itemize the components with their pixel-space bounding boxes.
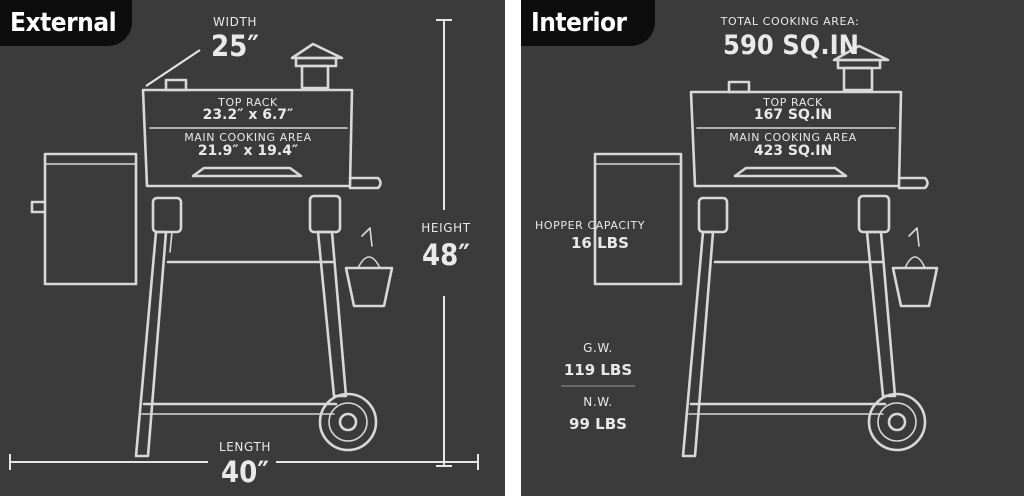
top-rack-label: TOP RACK xyxy=(218,96,278,109)
external-panel: External WIDTH 25″ TOP RACK 23.2″ x 6.7″… xyxy=(0,0,505,496)
net-weight-value: 99 LBS xyxy=(569,415,627,433)
external-tab: External xyxy=(0,0,132,46)
length-label: LENGTH xyxy=(218,440,272,454)
interior-panel: Interior TOTAL COOKING AREA: 590 SQ.IN T… xyxy=(521,0,1024,496)
grill-drawing-interior xyxy=(561,44,939,458)
net-weight-label: N.W. xyxy=(583,395,613,409)
top-rack-value: 23.2″ x 6.7″ xyxy=(202,107,294,123)
height-value: 48″ xyxy=(422,238,470,272)
gross-weight-label: G.W. xyxy=(583,341,613,355)
main-cooking-area-label: MAIN COOKING AREA xyxy=(184,131,312,144)
grill-drawing-external xyxy=(9,19,479,470)
gross-weight-value: 119 LBS xyxy=(563,361,633,379)
width-label: WIDTH xyxy=(213,15,257,29)
height-label: HEIGHT xyxy=(421,221,471,235)
interior-tab: Interior xyxy=(521,0,655,46)
interior-top-rack-value: 167 SQ.IN xyxy=(753,107,833,123)
interior-main-cooking-area-value: 423 SQ.IN xyxy=(753,143,833,159)
width-value: 25″ xyxy=(211,29,259,63)
hopper-capacity-value: 16 LBS xyxy=(571,234,629,252)
total-cooking-area-value: 590 SQ.IN xyxy=(723,30,859,61)
hopper-capacity-label: HOPPER CAPACITY xyxy=(535,219,646,232)
interior-main-cooking-area-label: MAIN COOKING AREA xyxy=(729,131,857,144)
total-cooking-area-label: TOTAL COOKING AREA: xyxy=(720,15,860,28)
main-cooking-area-value: 21.9″ x 19.4″ xyxy=(197,143,299,159)
interior-top-rack-label: TOP RACK xyxy=(763,96,823,109)
length-value: 40″ xyxy=(221,455,269,489)
